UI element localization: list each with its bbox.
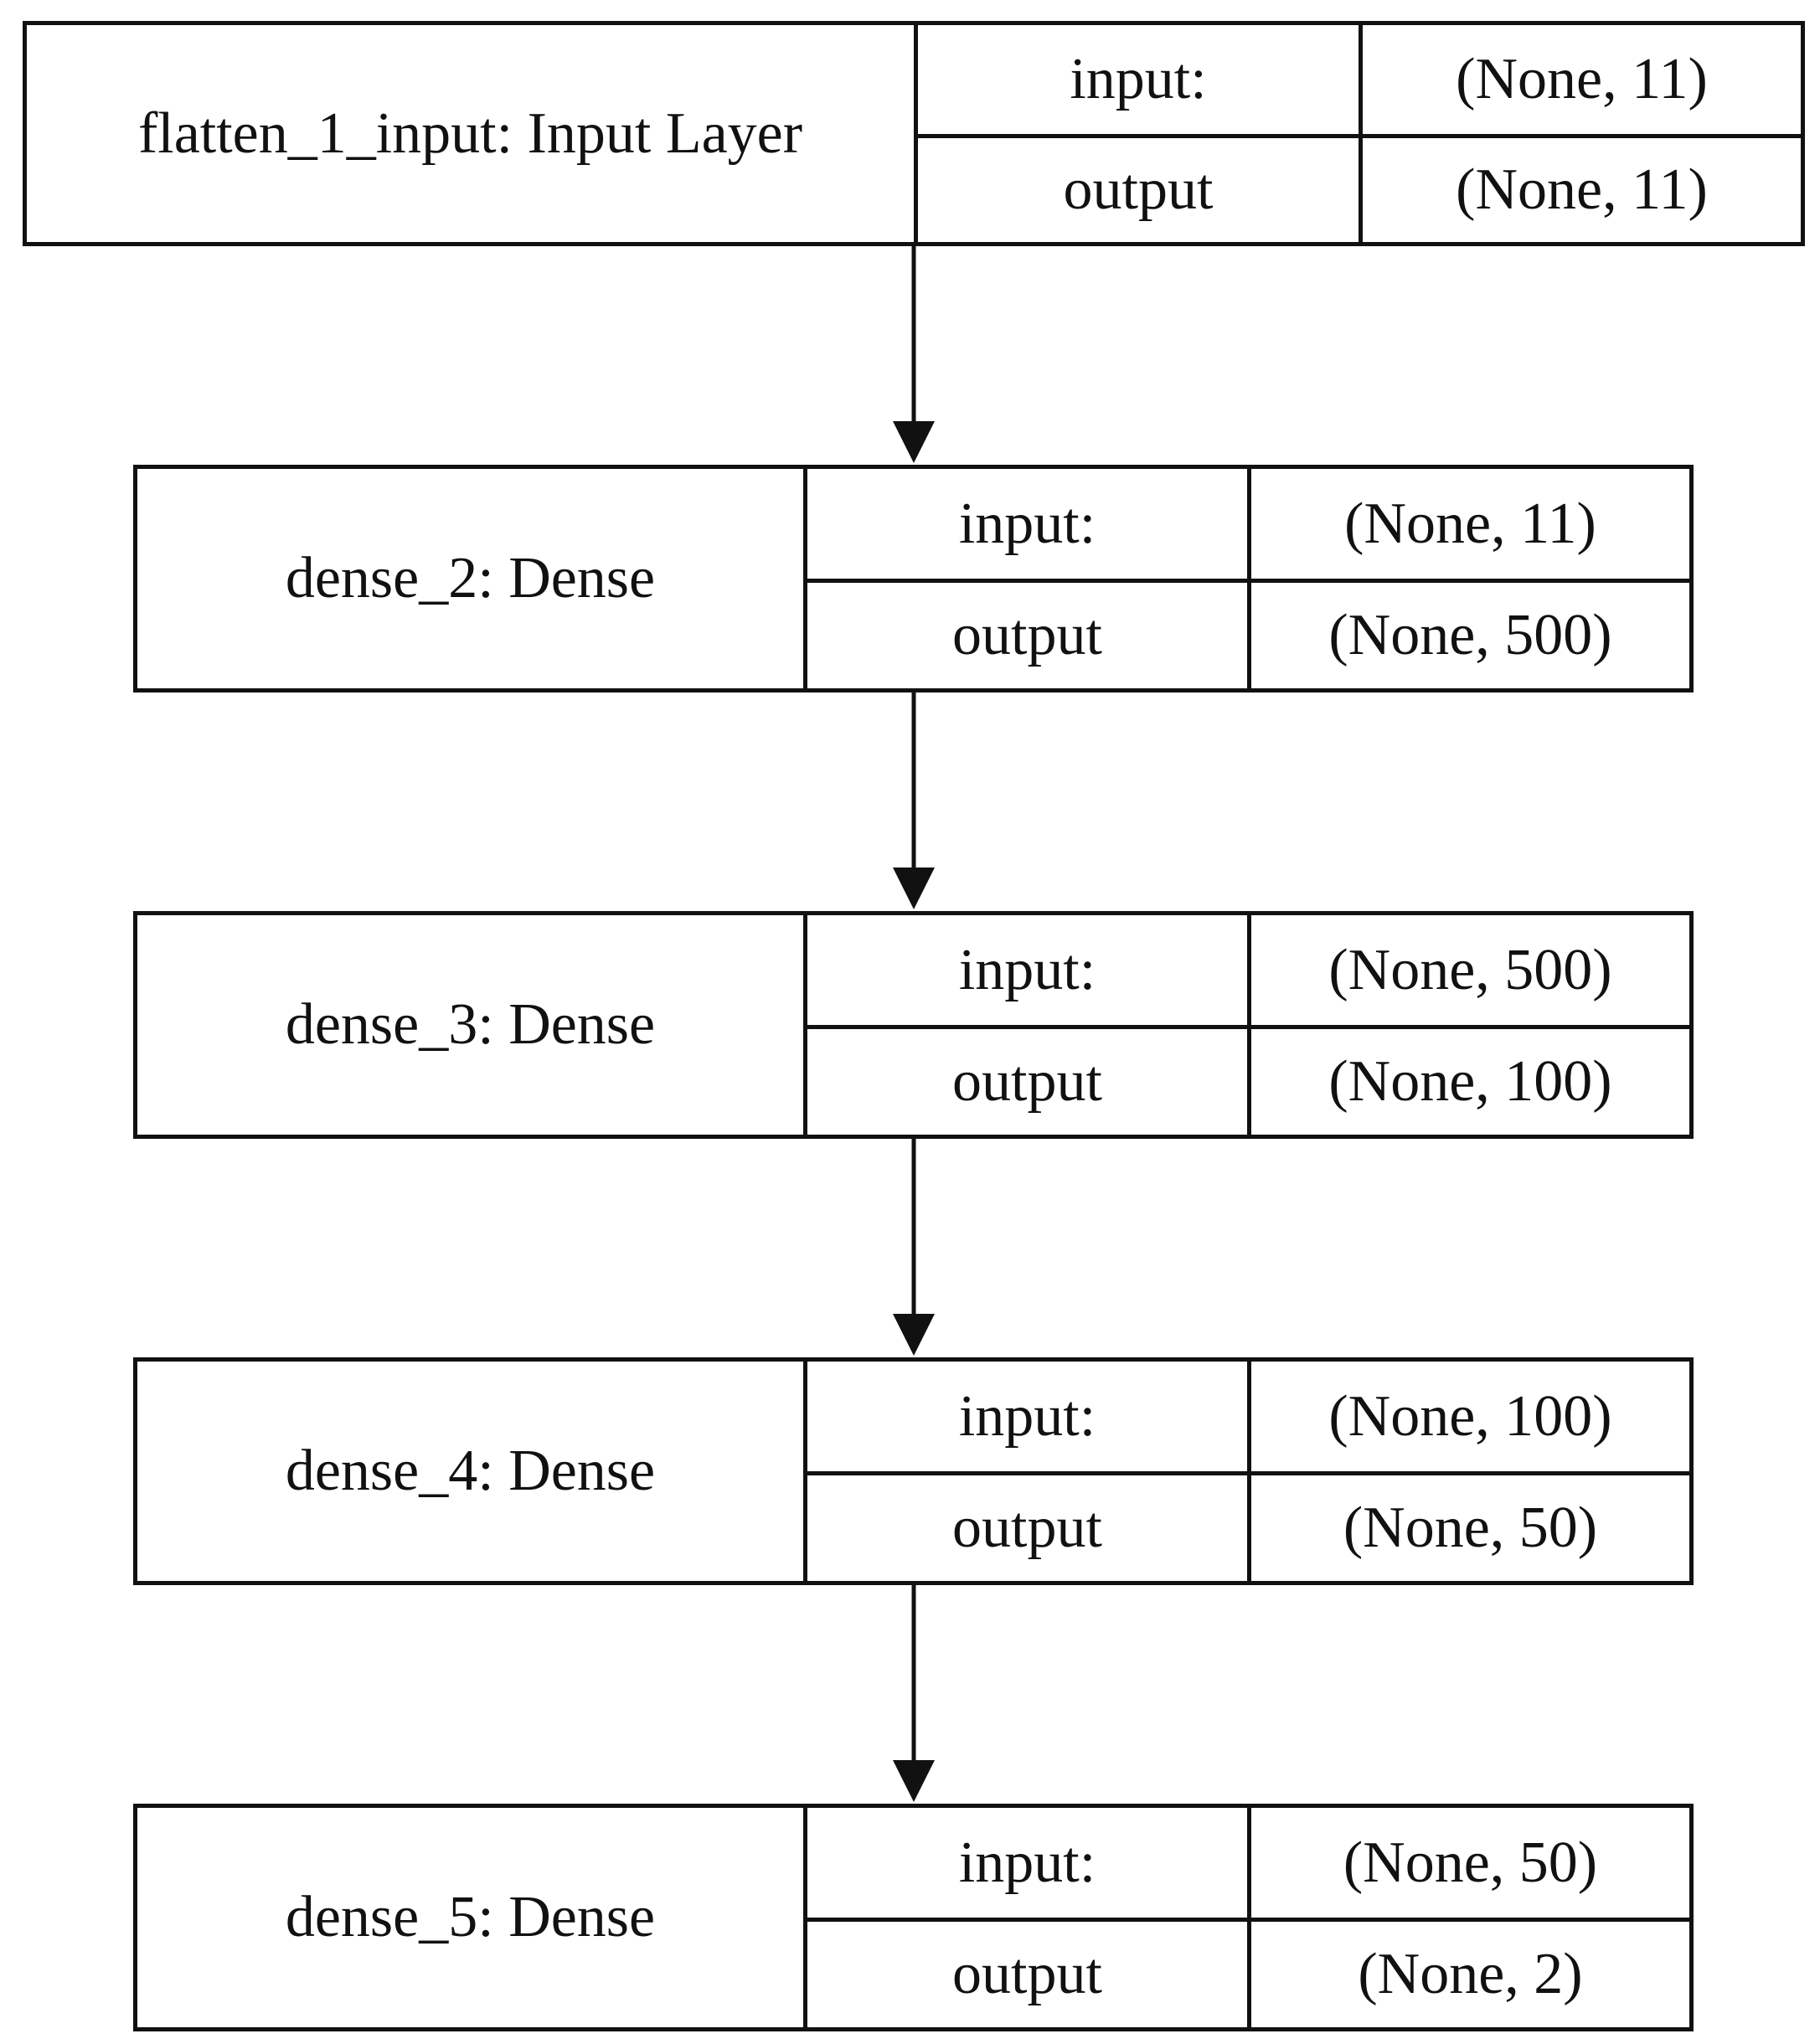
layer-dense-5: dense_5: Dense input: (None, 50) output … xyxy=(133,1804,1694,2031)
output-shape: (None, 50) xyxy=(1343,1496,1598,1560)
io-table: input: (None, 11) output (None, 11) xyxy=(918,25,1801,242)
output-row: output (None, 11) xyxy=(918,133,1801,242)
output-label: output xyxy=(807,583,1251,688)
input-label: input: xyxy=(807,915,1251,1025)
output-shape: (None, 100) xyxy=(1328,1049,1612,1114)
input-row: input: (None, 50) xyxy=(807,1808,1689,1918)
layer-name: flatten_1_input: Input Layer xyxy=(27,25,918,242)
io-table: input: (None, 100) output (None, 50) xyxy=(807,1362,1689,1581)
output-label: output xyxy=(807,1029,1251,1135)
input-shape: (None, 100) xyxy=(1328,1383,1612,1449)
output-label: output xyxy=(918,137,1363,242)
output-shape: (None, 2) xyxy=(1358,1942,1583,2006)
input-row: input: (None, 11) xyxy=(807,469,1689,579)
output-shape: (None, 500) xyxy=(1328,603,1612,667)
layer-name: dense_5: Dense xyxy=(137,1808,807,2027)
output-label: output xyxy=(807,1475,1251,1581)
input-shape: (None, 50) xyxy=(1343,1830,1598,1895)
input-label: input: xyxy=(807,469,1251,579)
layer-dense-4: dense_4: Dense input: (None, 100) output… xyxy=(133,1357,1694,1585)
output-row: output (None, 500) xyxy=(807,579,1689,688)
layer-name: dense_2: Dense xyxy=(137,469,807,688)
layer-dense-3: dense_3: Dense input: (None, 500) output… xyxy=(133,911,1694,1139)
io-table: input: (None, 50) output (None, 2) xyxy=(807,1808,1689,2027)
input-label: input: xyxy=(807,1808,1251,1918)
layer-flatten-1-input: flatten_1_input: Input Layer input: (Non… xyxy=(23,21,1805,246)
input-row: input: (None, 11) xyxy=(918,25,1801,134)
layer-name: dense_4: Dense xyxy=(137,1362,807,1581)
io-table: input: (None, 500) output (None, 100) xyxy=(807,915,1689,1135)
input-shape: (None, 11) xyxy=(1456,46,1708,111)
output-shape: (None, 11) xyxy=(1456,157,1708,222)
layer-dense-2: dense_2: Dense input: (None, 11) output … xyxy=(133,465,1694,692)
input-shape: (None, 11) xyxy=(1344,491,1596,556)
input-shape: (None, 500) xyxy=(1328,937,1612,1002)
input-row: input: (None, 500) xyxy=(807,915,1689,1025)
io-table: input: (None, 11) output (None, 500) xyxy=(807,469,1689,688)
input-label: input: xyxy=(807,1362,1251,1471)
output-label: output xyxy=(807,1922,1251,2027)
output-row: output (None, 50) xyxy=(807,1471,1689,1581)
input-row: input: (None, 100) xyxy=(807,1362,1689,1471)
output-row: output (None, 100) xyxy=(807,1025,1689,1135)
output-row: output (None, 2) xyxy=(807,1918,1689,2027)
input-label: input: xyxy=(918,25,1363,134)
layer-name: dense_3: Dense xyxy=(137,915,807,1135)
